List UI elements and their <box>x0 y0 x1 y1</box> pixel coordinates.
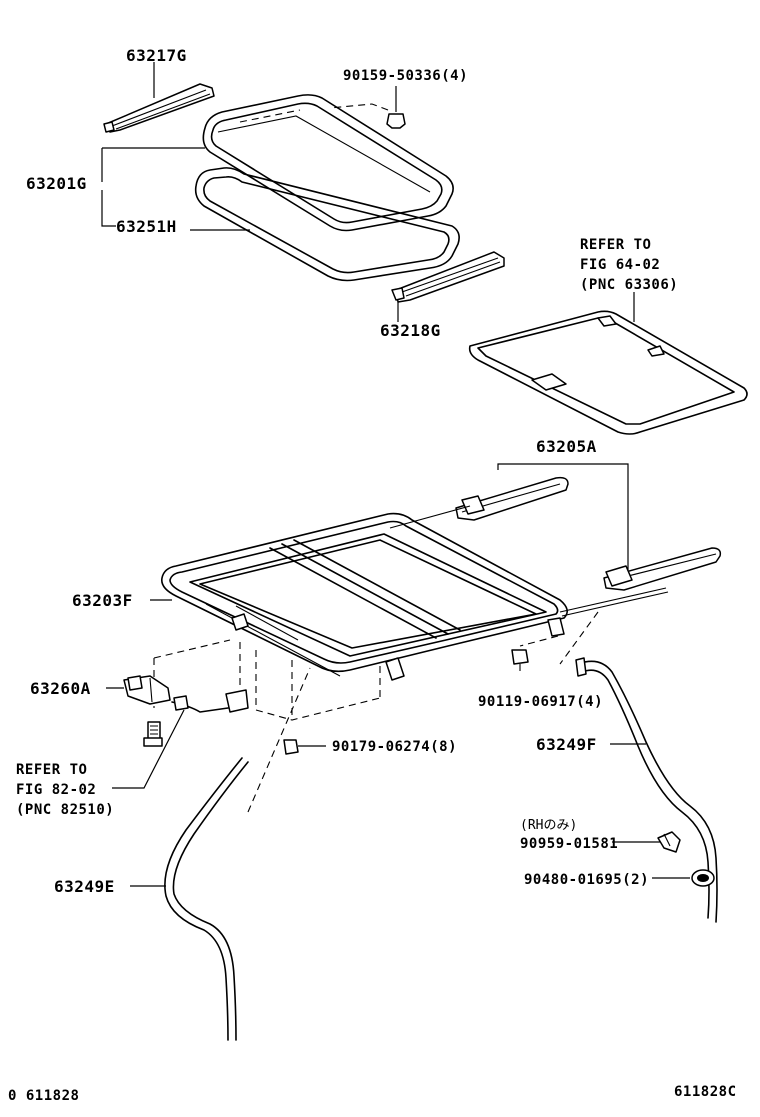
part-63201g-glass-panel[interactable] <box>202 94 454 232</box>
ref-lower-line3: (PNC 82510) <box>16 802 114 818</box>
label-90179: 90179-06274(8) <box>332 739 457 755</box>
mounting-dashes <box>153 611 599 813</box>
part-90480-grommet[interactable] <box>691 869 715 887</box>
label-90959: 90959-01581 <box>520 836 618 852</box>
label-63251h: 63251H <box>116 217 177 236</box>
leader-63201g-bracket <box>101 148 116 227</box>
ref-lower-line2: FIG 82-02 <box>16 782 96 798</box>
label-63249e: 63249E <box>54 877 115 896</box>
part-90159-bolt[interactable] <box>329 86 406 129</box>
part-90119-nut[interactable] <box>511 649 529 674</box>
footer-right-code: 611828C <box>674 1084 737 1100</box>
label-63203f: 63203F <box>72 591 133 610</box>
ref-lower-line1: REFER TO <box>16 762 87 778</box>
footer-left-code: 0 611828 <box>8 1088 79 1104</box>
label-90159: 90159-50336(4) <box>343 68 468 84</box>
part-63217g-strip[interactable] <box>103 83 215 133</box>
label-63249f: 63249F <box>536 735 597 754</box>
part-90179-bolt[interactable] <box>283 739 299 755</box>
ref-upper-line2: FIG 64-02 <box>580 257 660 273</box>
part-63249e-hose[interactable] <box>164 757 249 1041</box>
label-63218g: 63218G <box>380 321 441 340</box>
part-63218g-strip[interactable] <box>391 251 505 303</box>
label-90480: 90480-01695(2) <box>524 872 649 888</box>
ref-upper-line3: (PNC 63306) <box>580 277 678 293</box>
part-63249f-hose[interactable] <box>575 657 718 923</box>
leader-63205a <box>497 463 629 570</box>
part-motor-bolt[interactable] <box>143 721 163 747</box>
ref-upper-line1: REFER TO <box>580 237 651 253</box>
part-63203f-frame[interactable] <box>160 512 568 681</box>
part-sunshade-ref[interactable] <box>468 310 748 435</box>
label-63205a: 63205A <box>536 437 597 456</box>
part-63251h-seal[interactable] <box>194 167 460 282</box>
label-63201g: 63201G <box>26 174 87 193</box>
part-63260a-motor[interactable] <box>123 675 249 713</box>
part-90959-clip[interactable] <box>657 831 681 853</box>
label-63260a: 63260A <box>30 679 91 698</box>
leader-ref-82-02 <box>112 709 185 789</box>
part-63205a-drive[interactable] <box>389 476 722 617</box>
label-rh-only: (RHのみ) <box>520 818 577 833</box>
label-90119: 90119-06917(4) <box>478 694 603 710</box>
label-63217g: 63217G <box>126 46 187 65</box>
